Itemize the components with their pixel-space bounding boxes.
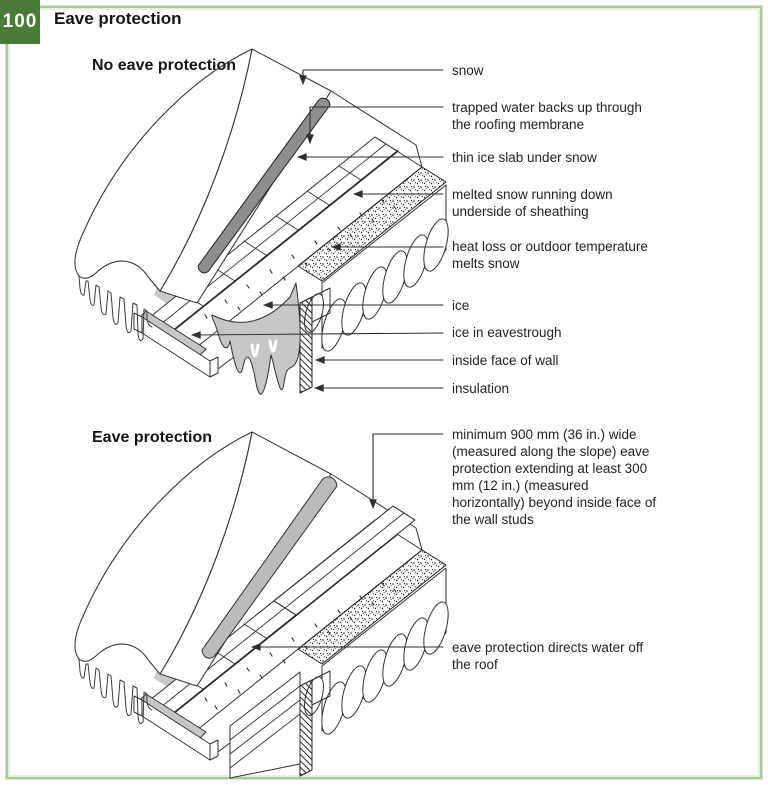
heading-eave-protection: Eave protection (92, 429, 213, 446)
label-eave-protection-directs-water: eave protection directs water off the ro… (452, 640, 644, 672)
label-minimum-eave-protection: minimum 900 mm (36 in.) wide (measured a… (452, 427, 657, 527)
heading-no-eave-protection: No eave protection (92, 57, 237, 74)
label-thin-ice-slab: thin ice slab under snow (452, 150, 597, 165)
diagram-eave-protection (73, 430, 455, 779)
leader-lines (191, 69, 444, 651)
label-heat-loss: heat loss or outdoor temperature melts s… (452, 239, 648, 271)
label-insulation: insulation (452, 381, 510, 396)
page-frame (6, 6, 762, 779)
label-ice-in-eavestrough: ice in eavestrough (452, 325, 562, 340)
label-inside-face-of-wall: inside face of wall (452, 353, 559, 368)
diagram-no-eave-protection (73, 47, 455, 395)
label-ice: ice (452, 298, 470, 313)
label-trapped-water: trapped water backs up through the roofi… (452, 100, 642, 132)
page-title: Eave protection (54, 9, 182, 28)
label-melted-snow: melted snow running down underside of sh… (452, 187, 613, 219)
label-snow: snow (452, 63, 484, 78)
figure-number-badge: 100 (0, 0, 40, 44)
